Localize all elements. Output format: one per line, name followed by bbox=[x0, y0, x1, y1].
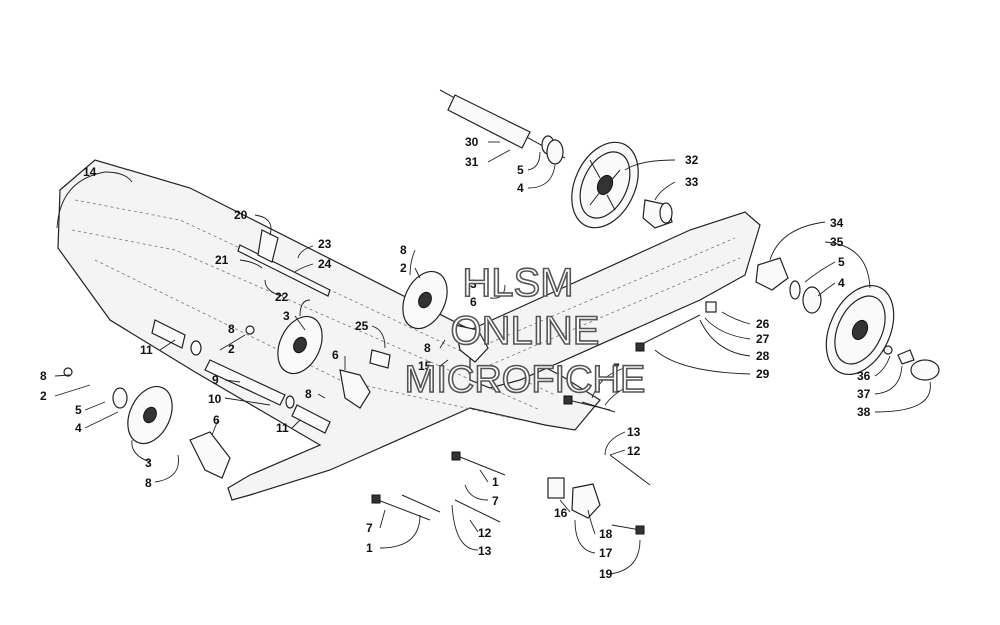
callout-34: 34 bbox=[830, 216, 844, 230]
callout-23: 23 bbox=[318, 237, 332, 251]
callout-8-a: 8 bbox=[228, 322, 235, 336]
callout-3-b: 3 bbox=[145, 456, 152, 470]
callout-12-a: 12 bbox=[627, 444, 641, 458]
callout-17: 17 bbox=[599, 546, 613, 560]
watermark-line-1: HLSM bbox=[462, 261, 573, 305]
callout-29: 29 bbox=[756, 367, 770, 381]
idler-wheel-middle-upper bbox=[402, 270, 489, 363]
callout-10: 10 bbox=[208, 392, 222, 406]
callout-19: 19 bbox=[599, 567, 613, 581]
callout-7-b: 7 bbox=[492, 494, 499, 508]
callout-3-c: 3 bbox=[470, 277, 477, 291]
callout-25: 25 bbox=[355, 319, 369, 333]
callout-32: 32 bbox=[685, 153, 699, 167]
callout-37: 37 bbox=[857, 387, 871, 401]
callout-35: 35 bbox=[830, 235, 844, 249]
callout-8-e: 8 bbox=[424, 341, 431, 355]
right-slide-rail bbox=[469, 211, 761, 389]
callout-6-c: 6 bbox=[470, 295, 477, 309]
callout-27: 27 bbox=[756, 332, 770, 346]
callout-labels: 14 20 21 22 23 24 11 8 2 3 9 10 8 2 5 4 … bbox=[40, 135, 871, 581]
idler-wheel-right bbox=[755, 257, 940, 381]
callout-1-b: 1 bbox=[492, 475, 499, 489]
callout-8-c: 8 bbox=[145, 476, 152, 490]
idler-wheel-left bbox=[63, 367, 173, 445]
callout-7-a: 7 bbox=[613, 361, 620, 375]
callout-16: 16 bbox=[554, 506, 568, 520]
callout-36: 36 bbox=[857, 369, 871, 383]
watermark-line-3: MICROFICHE bbox=[405, 359, 646, 401]
callout-13-b: 13 bbox=[478, 544, 492, 558]
callout-12-b: 12 bbox=[478, 526, 492, 540]
callout-1-a: 1 bbox=[613, 381, 620, 395]
callout-5-a: 5 bbox=[75, 403, 82, 417]
callout-4-b: 4 bbox=[517, 181, 524, 195]
callout-26: 26 bbox=[756, 317, 770, 331]
callout-31: 31 bbox=[465, 155, 479, 169]
watermark: HLSM ONLINE MICROFICHE bbox=[404, 260, 646, 402]
callout-20: 20 bbox=[234, 208, 248, 222]
spacers-and-shafts bbox=[151, 229, 391, 434]
callout-15: 15 bbox=[418, 359, 432, 373]
callout-28: 28 bbox=[756, 349, 770, 363]
callout-2-c: 2 bbox=[400, 261, 407, 275]
callout-30: 30 bbox=[465, 135, 479, 149]
callout-4-a: 4 bbox=[75, 421, 82, 435]
top-axle bbox=[439, 89, 566, 165]
callout-11-a: 11 bbox=[140, 343, 153, 357]
leader-lines bbox=[54, 141, 931, 575]
watermark-line-2: ONLINE bbox=[451, 309, 600, 353]
callout-5-b: 5 bbox=[517, 163, 524, 177]
callout-22: 22 bbox=[275, 290, 289, 304]
callout-5-c: 5 bbox=[838, 255, 845, 269]
hub-33 bbox=[642, 199, 673, 229]
callout-7-c: 7 bbox=[366, 521, 373, 535]
callout-24: 24 bbox=[318, 257, 332, 271]
callout-38: 38 bbox=[857, 405, 871, 419]
callout-33: 33 bbox=[685, 175, 699, 189]
idler-wheel-center bbox=[245, 315, 323, 375]
callout-11-b: 11 bbox=[276, 421, 289, 435]
brackets bbox=[189, 369, 601, 519]
callout-2-b: 2 bbox=[40, 389, 47, 403]
callout-6-b: 6 bbox=[332, 348, 339, 362]
callout-8-d: 8 bbox=[305, 387, 312, 401]
callout-21: 21 bbox=[215, 253, 229, 267]
callout-3-a: 3 bbox=[283, 309, 290, 323]
callout-18: 18 bbox=[599, 527, 613, 541]
bolts bbox=[371, 301, 717, 535]
callout-8-f: 8 bbox=[400, 243, 407, 257]
callout-1-c: 1 bbox=[366, 541, 373, 555]
idler-wheel-top bbox=[571, 141, 639, 229]
callout-8-b: 8 bbox=[40, 369, 47, 383]
callout-2-a: 2 bbox=[228, 342, 235, 356]
callout-9: 9 bbox=[212, 373, 219, 387]
callout-4-c: 4 bbox=[838, 276, 845, 290]
callout-13-a: 13 bbox=[627, 425, 641, 439]
callout-14: 14 bbox=[83, 165, 97, 179]
callout-6-a: 6 bbox=[213, 413, 220, 427]
